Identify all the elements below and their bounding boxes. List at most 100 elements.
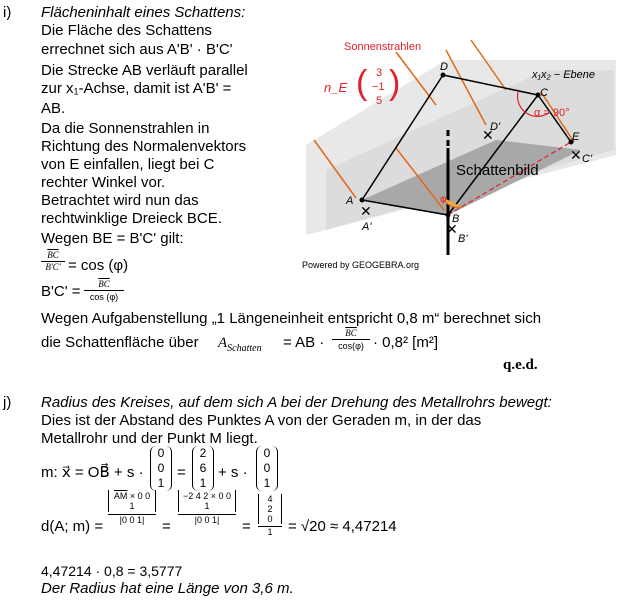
text-line: rechter Winkel vor.: [41, 174, 166, 191]
vec-entry: 0: [263, 446, 271, 460]
eq-sign: =: [177, 464, 186, 481]
vec-entry: 1: [157, 476, 165, 490]
section-j-label: j): [3, 394, 12, 411]
text-line: rechtwinklige Dreieck BCE.: [41, 210, 222, 227]
fraction-area: BC cos(φ): [332, 327, 370, 352]
denominator-one: 1: [258, 526, 282, 538]
mark-a-prime: ✕: [360, 203, 372, 219]
vec-entry: 1: [263, 476, 271, 490]
vec-entry: 0: [263, 461, 271, 475]
text-line: Die Strecke AB verläuft parallel: [41, 62, 248, 79]
label-d-prime: D': [490, 121, 501, 133]
answer-line: Der Radius hat eine Länge von 3,6 m.: [41, 580, 294, 597]
plus-s: + s ·: [218, 464, 248, 481]
label-schattenbild: Schattenbild: [456, 162, 539, 179]
label-b-prime: B': [458, 233, 468, 245]
vec-entry: 1: [199, 476, 207, 490]
label-phi: φ: [440, 194, 447, 205]
vector-v3: 0 0 1: [256, 446, 278, 491]
point-d: [440, 72, 446, 78]
text-line: zur x₁-Achse, damit ist A'B' =: [41, 80, 232, 97]
label-alpha: α = 90°: [534, 107, 570, 119]
text-line: Richtung des Normalenvektors: [41, 138, 247, 155]
denominator-norm: |0 0 1|: [178, 514, 236, 525]
distance-fraction-1: AM × 0 0 1 |0 0 1|: [108, 490, 156, 525]
vec-entry: 0: [157, 446, 165, 460]
label-plane: x₁x₂ − Ebene: [531, 69, 595, 81]
text-line: errechnet sich aus A'B' · B'C': [41, 41, 233, 58]
vec-entry: 0: [157, 461, 165, 475]
mark-c-prime: ✕: [570, 147, 582, 163]
cross-product-norm-numeric: −2 4 2 × 0 0 1: [178, 490, 236, 512]
wegen-line: Wegen Aufgabenstellung „1 Längeneinheit …: [41, 310, 542, 327]
vec-0-0-1: 0 0 1: [129, 491, 151, 511]
point-e: [568, 139, 574, 145]
shadow-polygon: [362, 140, 581, 215]
am-entry: −2: [182, 491, 194, 501]
denominator-norm: |0 0 1|: [108, 514, 156, 525]
sun-ray: [313, 139, 357, 199]
res-entry: 2: [267, 504, 273, 514]
eq-sign: =: [242, 518, 251, 535]
cross-product-norm: AM × 0 0 1: [108, 490, 156, 512]
normal-bracket: ): [389, 64, 400, 102]
text-line: Wegen BE = B'C' gilt:: [41, 230, 184, 247]
label-credit: Powered by GEOGEBRA.org: [302, 260, 419, 270]
normal-n: n_E: [324, 80, 347, 95]
qed: q.e.d.: [503, 357, 538, 373]
point-b: [445, 212, 451, 218]
normal-vec-2: −1: [372, 81, 385, 93]
angle-alpha-arc: [516, 91, 551, 117]
label-c-prime: C': [582, 153, 593, 165]
text-line: Da die Sonnenstrahlen in: [41, 120, 210, 137]
vector-v2: 2 6 1: [192, 446, 214, 491]
cos-phi-text: = cos (φ): [68, 257, 129, 274]
sun-ray: [445, 49, 487, 126]
label-a: A: [345, 195, 353, 207]
bc-prime-eq: B'C' =: [41, 283, 81, 300]
area-tail: · 0,8² [m²]: [373, 334, 439, 351]
fraction-denominator: cos (φ): [84, 290, 124, 303]
result-vec-norm: 4 2 0: [258, 494, 282, 524]
distance-lhs: d(A; m) =: [41, 518, 104, 535]
point-c: [535, 92, 541, 98]
res-entry: 4: [267, 494, 273, 504]
sun-ray: [540, 91, 575, 143]
segment-ce: [537, 94, 572, 143]
text-line: Die Fläche des Schattens: [41, 22, 212, 39]
fraction-bc-over-bc: BC B'C': [41, 250, 65, 273]
fraction-denominator: cos(φ): [332, 339, 370, 352]
vec-entry: 2: [199, 446, 207, 460]
calc-line: 4,47214 · 0,8 = 3,5777: [41, 563, 183, 579]
section-j-title: Radius des Kreises, auf dem sich A bei d…: [41, 394, 552, 411]
label-sonnenstrahlen: Sonnenstrahlen: [344, 41, 421, 53]
fraction-numerator: BC: [345, 328, 357, 338]
fraction-numerator: BC: [47, 250, 59, 260]
distance-fraction-3: 4 2 0 1: [258, 494, 282, 538]
text-line: Betrachtet wird nun das: [41, 192, 199, 209]
label-normal: n_E: [324, 80, 347, 95]
area-sub: Schatten: [227, 343, 262, 354]
area-eq: = AB ·: [283, 334, 325, 351]
geogebra-figure: ✕ ✕ ✕ ✕ Sonnenstrahlen n_E ( ) 3 −1 5 x₁…: [302, 39, 616, 270]
section-i-title: Flächeninhalt eines Schattens:: [41, 4, 246, 21]
mark-b-prime: ✕: [446, 221, 458, 237]
label-b: B: [452, 213, 459, 225]
am-entry: 4: [195, 491, 201, 501]
mark-d-prime: ✕: [482, 127, 494, 143]
normal-vec-1: 3: [376, 67, 382, 79]
label-d: D: [440, 61, 448, 73]
distance-fraction-2: −2 4 2 × 0 0 1 |0 0 1|: [178, 490, 236, 525]
fraction-denominator: B'C': [41, 261, 65, 273]
am-entry: 2: [203, 491, 209, 501]
m-equation: m: x⃗ = OB⃗ + s ·: [41, 464, 144, 481]
area-prefix: die Schattenfläche über: [41, 334, 199, 351]
label-e: E: [572, 131, 580, 143]
text-line: Metallrohr und der Punkt M liegt.: [41, 430, 258, 447]
label-c: C: [540, 87, 548, 99]
normal-bracket: (: [356, 64, 368, 102]
vector-v1: 0 0 1: [150, 446, 172, 491]
angle-phi-arc: [441, 196, 463, 208]
vec-entry: 6: [199, 461, 207, 475]
text-line: AB.: [41, 100, 66, 117]
